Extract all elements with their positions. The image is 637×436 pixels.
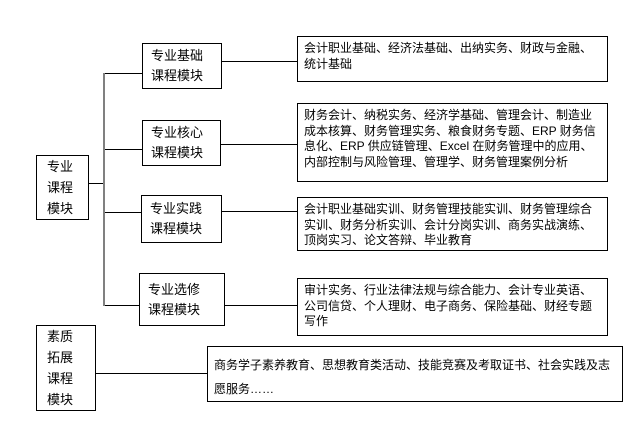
connector-foundation-to-detail [222,61,297,62]
detail-node-practice-course-list: 会计职业基础实训、财务管理技能实训、财务管理综合实训、财务分析实训、会计分岗实训… [297,197,608,251]
detail-node-quality-activity-list: 商务学子素养教育、思想教育类活动、技能竞赛及考取证书、社会实践及志愿服务…… [207,346,623,402]
connector-trunk-to-core [105,149,142,150]
detail-node-core-course-list: 财务会计、纳税实务、经济学基础、管理会计、制造业成本核算、财务管理实务、粮食财务… [297,103,608,182]
connector-elective-to-detail [225,305,297,306]
root-node-quality-development-module: 素质 拓展 课程 模块 [36,325,96,411]
connector-quality-to-detail [96,373,207,374]
branch-label-core: 专业核心 课程模块 [151,125,204,160]
connector-trunk-to-foundation [105,73,142,74]
detail-node-foundation-course-list: 会计职业基础、经济法基础、出纳实务、财政与金融、统计基础 [297,36,608,82]
detail-text-core: 财务会计、纳税实务、经济学基础、管理会计、制造业成本核算、财务管理实务、粮食财务… [304,108,596,169]
detail-text-foundation: 会计职业基础、经济法基础、出纳实务、财政与金融、统计基础 [304,41,593,71]
branch-node-foundation-courses: 专业基础 课程模块 [142,43,222,89]
branch-node-practice-courses: 专业实践 课程模块 [141,195,222,243]
branch-label-elective: 专业选修 课程模块 [148,281,201,317]
connector-practice-to-detail [222,211,297,212]
connector-trunk-to-elective [105,305,139,306]
connector-core-to-detail [221,144,297,145]
detail-text-practice: 会计职业基础实训、财务管理技能实训、财务管理综合实训、财务分析实训、会计分岗实训… [304,202,593,247]
detail-text-elective: 审计实务、行业法律法规与综合能力、会计专业英语、公司信贷、个人理财、电子商务、保… [304,283,593,328]
root-node-label: 专业 课程 模块 [47,159,74,216]
quality-node-label: 素质 拓展 课程 模块 [47,329,74,407]
root-node-professional-course-module: 专业 课程 模块 [36,155,89,220]
branch-node-elective-courses: 专业选修 课程模块 [139,273,225,326]
branch-label-practice: 专业实践 课程模块 [150,201,203,236]
branch-node-core-courses: 专业核心 课程模块 [142,120,221,166]
connector-root-to-trunk [89,183,104,184]
detail-node-elective-course-list: 审计实务、行业法律法规与综合能力、会计专业英语、公司信贷、个人理财、电子商务、保… [297,278,608,336]
connector-trunk-to-practice [105,212,141,213]
detail-text-quality: 商务学子素养教育、思想教育类活动、技能竞赛及考取证书、社会实践及志愿服务…… [214,358,611,396]
branch-label-foundation: 专业基础 课程模块 [151,48,204,83]
trunk-line [103,73,105,306]
